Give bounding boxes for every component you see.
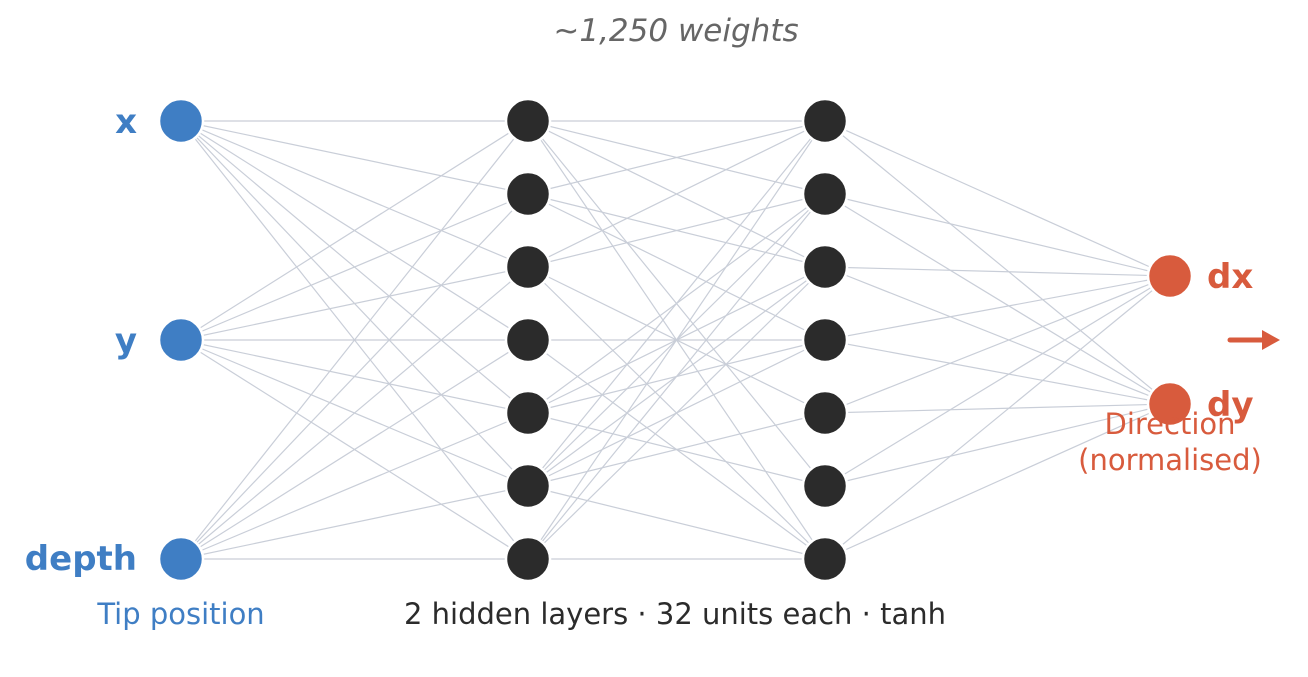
input-node bbox=[157, 316, 205, 364]
hidden-node-l1 bbox=[504, 389, 552, 437]
edge bbox=[527, 266, 826, 560]
edge bbox=[527, 120, 826, 487]
edge bbox=[824, 193, 1171, 405]
edge bbox=[180, 266, 529, 341]
connection-edges bbox=[180, 120, 1171, 560]
edge bbox=[527, 120, 826, 195]
hidden-node-l1 bbox=[504, 316, 552, 364]
hidden-node-l1 bbox=[504, 170, 552, 218]
input-caption: Tip position bbox=[96, 597, 264, 631]
edge bbox=[824, 120, 1171, 405]
hidden-node-l1 bbox=[504, 243, 552, 291]
edge bbox=[180, 266, 529, 560]
hidden-node-l2 bbox=[801, 243, 849, 291]
diagram-title: ~1,250 weights bbox=[553, 13, 798, 49]
hidden-node-l2 bbox=[801, 170, 849, 218]
edge bbox=[180, 485, 529, 560]
input-label-x: x bbox=[115, 102, 137, 142]
edge bbox=[824, 266, 1171, 405]
edge bbox=[824, 403, 1171, 414]
output-label-dx: dx bbox=[1207, 257, 1253, 297]
output-caption-line1: Direction bbox=[1104, 407, 1235, 441]
arrow-right-icon bbox=[1227, 330, 1280, 350]
edge bbox=[824, 339, 1171, 405]
edge bbox=[824, 275, 1171, 487]
edge bbox=[180, 120, 529, 268]
hidden-node-l1 bbox=[504, 535, 552, 583]
input-node bbox=[157, 535, 205, 583]
edge bbox=[180, 120, 529, 560]
hidden-node-l2 bbox=[801, 97, 849, 145]
output-caption-line2: (normalised) bbox=[1078, 443, 1262, 477]
edge bbox=[527, 193, 826, 268]
input-label-depth: depth bbox=[25, 539, 137, 579]
edge bbox=[824, 120, 1171, 277]
edge bbox=[824, 275, 1171, 341]
hidden-node-l2 bbox=[801, 535, 849, 583]
edge bbox=[180, 193, 529, 341]
edge bbox=[824, 403, 1171, 560]
edge bbox=[527, 193, 826, 560]
hidden-node-l1 bbox=[504, 97, 552, 145]
edge bbox=[824, 275, 1171, 560]
edge bbox=[527, 412, 826, 487]
edge bbox=[527, 120, 826, 560]
edge bbox=[527, 485, 826, 560]
hidden-node-l2 bbox=[801, 462, 849, 510]
hidden-node-l2 bbox=[801, 389, 849, 437]
edge bbox=[180, 412, 529, 560]
edge bbox=[824, 275, 1171, 414]
hidden-caption: 2 hidden layers · 32 units each · tanh bbox=[404, 597, 946, 631]
edge bbox=[180, 193, 529, 560]
edge bbox=[824, 193, 1171, 277]
output-node bbox=[1146, 380, 1194, 428]
input-node bbox=[157, 97, 205, 145]
edge bbox=[824, 403, 1171, 487]
edge bbox=[180, 120, 529, 195]
input-label-y: y bbox=[115, 321, 137, 361]
edge bbox=[527, 193, 826, 341]
output-node bbox=[1146, 252, 1194, 300]
edge bbox=[180, 339, 529, 560]
edge bbox=[180, 120, 529, 341]
hidden-node-l2 bbox=[801, 316, 849, 364]
edge bbox=[527, 120, 826, 268]
edge bbox=[824, 266, 1171, 277]
network-nodes bbox=[157, 97, 1194, 583]
output-label-dy: dy bbox=[1207, 385, 1254, 425]
hidden-node-l1 bbox=[504, 462, 552, 510]
